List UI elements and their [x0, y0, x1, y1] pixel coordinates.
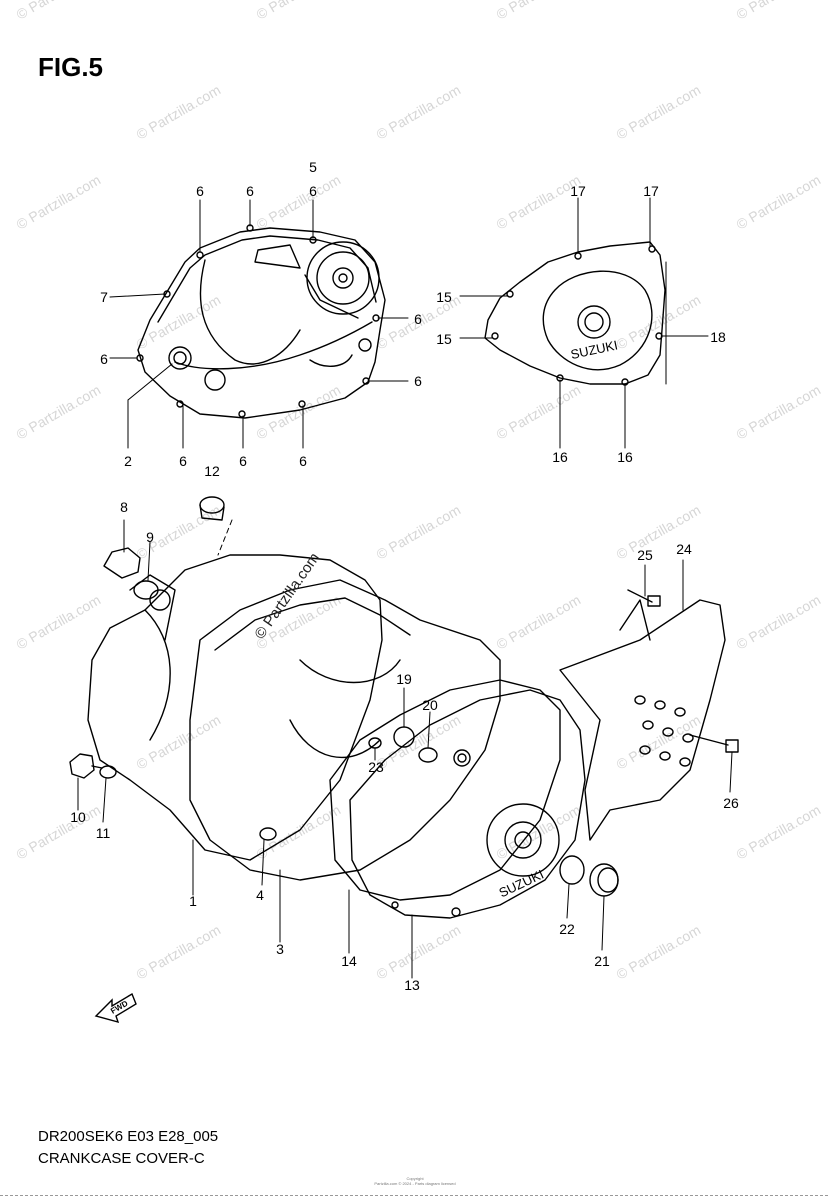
watermark-text: © Partzilla.com: [14, 382, 104, 443]
callout-c15b: 15: [436, 331, 452, 347]
model-code: DR200SEK6 E03 E28_005: [38, 1128, 219, 1145]
watermark-text: © Partzilla.com: [734, 172, 824, 233]
bottom-rule: [0, 1195, 828, 1196]
watermark-text: © Partzilla.com: [14, 172, 104, 233]
figure-title: FIG.5: [38, 52, 104, 82]
clutch-cover-drawing: [136, 224, 386, 419]
watermark-text: © Partzilla.com: [494, 382, 584, 443]
callout-c15a: 15: [436, 289, 452, 305]
callout-c20: 20: [422, 697, 438, 713]
callout-c14: 14: [341, 953, 357, 969]
watermark-text: © Partzilla.com: [134, 82, 224, 143]
watermark-text: © Partzilla.com: [14, 802, 104, 863]
watermark-layer: © Partzilla.com © Partzilla.com © Partzill…: [14, 0, 824, 983]
callout-c5: 5: [309, 159, 317, 175]
watermark-text: © Partzilla.com: [254, 0, 344, 23]
watermark-text: © Partzilla.com: [614, 292, 704, 353]
watermark-text: © Partzilla.com: [134, 712, 224, 773]
callout-c22: 22: [559, 921, 575, 937]
callout-c6a: 6: [196, 183, 204, 199]
callout-c24: 24: [676, 541, 692, 557]
crankcase-drawing: [69, 496, 739, 919]
callout-c26: 26: [723, 795, 739, 811]
callout-c9: 9: [146, 529, 154, 545]
callout-c21: 21: [594, 953, 610, 969]
watermark-text: © Partzilla.com: [734, 0, 824, 23]
callout-c6h: 6: [239, 453, 247, 469]
callout-c7: 7: [100, 289, 108, 305]
watermark-text: © Partzilla.com: [614, 922, 704, 983]
watermark-text: © Partzilla.com: [374, 712, 464, 773]
diagram-caption: CRANKCASE COVER-C: [38, 1150, 205, 1167]
callout-c6c: 6: [309, 183, 317, 199]
watermark-text: © Partzilla.com: [374, 922, 464, 983]
callout-c19: 19: [396, 671, 412, 687]
copyright-footer: Copyright Partzilla.com © 2024 - Parts d…: [360, 1176, 470, 1186]
watermark-text: © Partzilla.com: [374, 502, 464, 563]
callout-c1: 1: [189, 893, 197, 909]
callout-c6f: 6: [414, 373, 422, 389]
watermark-text: © Partzilla.com: [14, 0, 104, 23]
callout-c25: 25: [637, 547, 653, 563]
callout-c10: 10: [70, 809, 86, 825]
copyright-line-1: Copyright: [406, 1176, 424, 1181]
copyright-line-2: Partzilla.com © 2024 - Parts diagram lic…: [374, 1181, 456, 1186]
callout-c6e: 6: [414, 311, 422, 327]
watermark-text: © Partzilla.com: [254, 382, 344, 443]
callout-c6d: 6: [100, 351, 108, 367]
watermark-text: © Partzilla.com: [494, 592, 584, 653]
watermark-text: © Partzilla.com: [134, 922, 224, 983]
callout-c6g: 6: [179, 453, 187, 469]
watermark-text: © Partzilla.com: [14, 592, 104, 653]
watermark-text: © Partzilla.com: [614, 82, 704, 143]
callout-c16b: 16: [617, 449, 633, 465]
callout-c11: 11: [96, 825, 111, 841]
magneto-cover-drawing: [484, 241, 666, 386]
watermark-text: © Partzilla.com: [734, 382, 824, 443]
callout-c13: 13: [404, 977, 420, 993]
callout-c16a: 16: [552, 449, 568, 465]
leader-lines: [77, 197, 733, 979]
watermark-text: © Partzilla.com: [494, 0, 584, 23]
fwd-arrow-icon: FWD: [94, 992, 137, 1024]
callout-c17b: 17: [643, 183, 659, 199]
callout-c12: 12: [204, 463, 220, 479]
watermark-text: © Partzilla.com: [734, 592, 824, 653]
callout-c23: 23: [368, 759, 384, 775]
suzuki-mark-small-cover: SUZUKI: [569, 337, 619, 362]
callout-c18: 18: [710, 329, 726, 345]
suzuki-mark-large-cover: SUZUKI: [496, 867, 546, 901]
callout-c2: 2: [124, 453, 132, 469]
callout-c8: 8: [120, 499, 128, 515]
watermark-text: © Partzilla.com: [734, 802, 824, 863]
callout-c17a: 17: [570, 183, 586, 199]
callout-c6b: 6: [246, 183, 254, 199]
watermark-text: © Partzilla.com: [374, 82, 464, 143]
callout-c4: 4: [256, 887, 264, 903]
watermark-text: © Partzilla.com: [254, 802, 344, 863]
watermark-text: © Partzilla.com: [254, 172, 344, 233]
callout-c3: 3: [276, 941, 284, 957]
watermark-text: © Partzilla.com: [494, 172, 584, 233]
callout-c6i: 6: [299, 453, 307, 469]
watermark-text: © Partzilla.com: [134, 292, 224, 353]
